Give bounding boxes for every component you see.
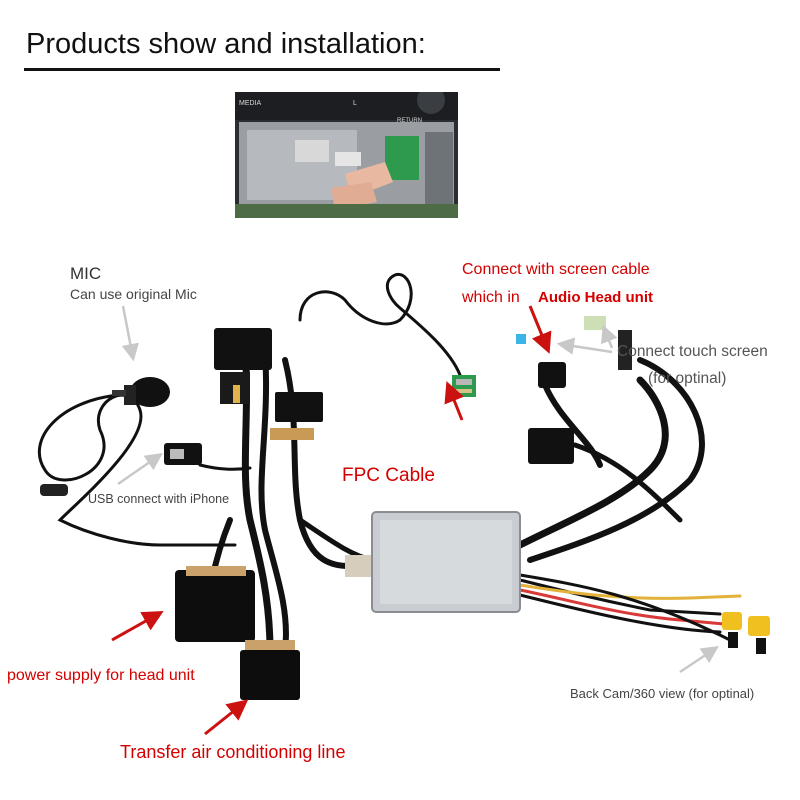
fpc-label: FPC Cable — [342, 465, 435, 486]
back-cam-label: Back Cam/360 view (for optinal) — [570, 686, 755, 701]
photo-label-l: L — [353, 100, 357, 107]
rca-plugs — [722, 612, 770, 654]
audio-head-unit-label: Audio Head unit — [538, 289, 653, 306]
usb-plug — [164, 443, 202, 465]
air-conditioning-label: Transfer air conditioning line — [120, 742, 346, 762]
right-connectors — [516, 316, 632, 464]
arrow-touch-b — [556, 337, 613, 355]
photo-label-return: RETURN — [397, 118, 422, 124]
arrow-fpc — [444, 381, 464, 421]
arrow-usb — [117, 453, 163, 486]
arrow-mic — [121, 305, 139, 362]
fpc-connector — [452, 375, 476, 397]
installation-photo-graphic: MEDIA L RETURN — [235, 92, 458, 218]
photo-label-media: MEDIA — [239, 100, 262, 107]
power-supply-label: power supply for head unit — [7, 667, 195, 684]
interface-box — [371, 511, 521, 613]
screen-cable-label-line2: which in — [462, 289, 520, 306]
arrow-touch-a — [601, 324, 618, 349]
mic-sublabel: Can use original Mic — [70, 286, 197, 302]
touch-screen-label-line1: Connect touch screen — [617, 343, 768, 360]
arrow-backcam — [679, 646, 719, 674]
left-connectors — [175, 328, 375, 700]
mic-label: MIC — [70, 264, 102, 283]
usb-label: USB connect with iPhone — [88, 492, 230, 506]
mic-jack — [40, 484, 68, 496]
microphone — [112, 377, 170, 407]
arrow-aircon — [204, 699, 249, 736]
installation-photo: MEDIA L RETURN — [235, 92, 458, 218]
gray-arrows — [117, 305, 719, 674]
arrow-power — [111, 610, 164, 642]
arrow-screen — [528, 305, 552, 354]
touch-screen-label-line2: (for optinal) — [648, 370, 727, 387]
page-title: Products show and installation: — [26, 28, 426, 60]
red-arrows — [111, 305, 552, 736]
title-underline — [24, 68, 500, 71]
screen-cable-label-line1: Connect with screen cable — [462, 261, 650, 278]
